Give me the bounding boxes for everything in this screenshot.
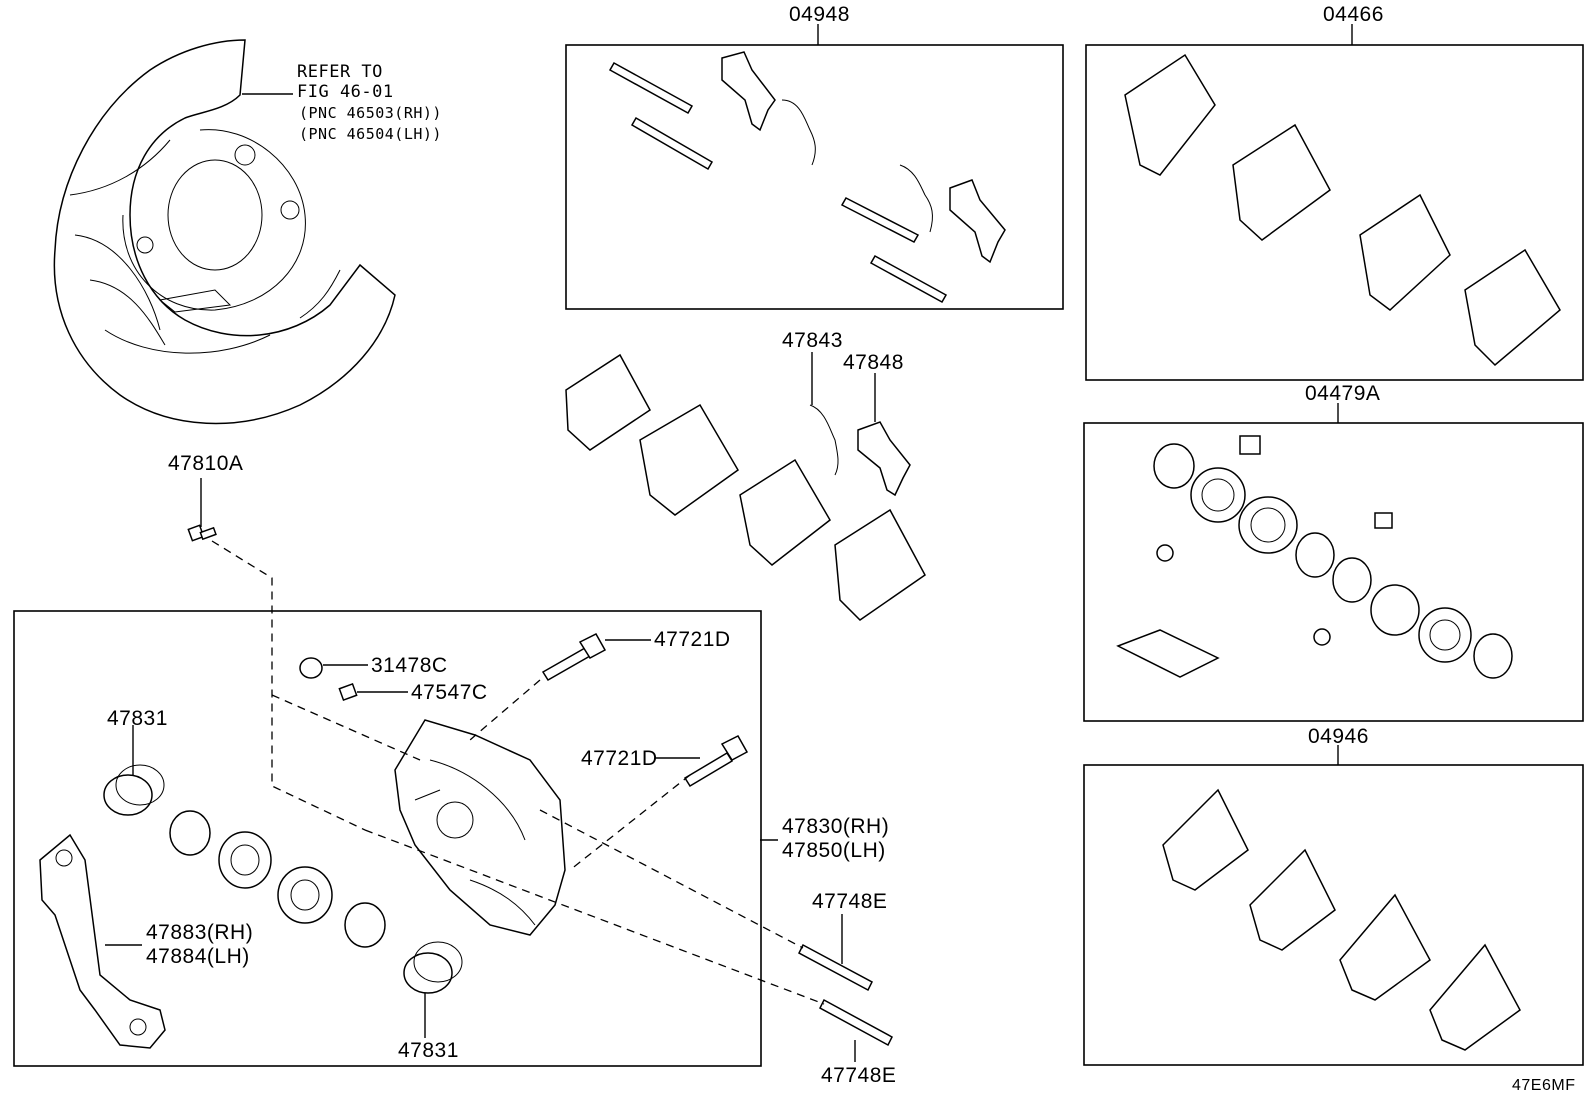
pad-pin-upper: [798, 943, 873, 992]
pad-pin-lower: [819, 998, 893, 1047]
kit-box-04948: [565, 44, 1064, 310]
caliper-bolt-lower: [683, 735, 749, 788]
part-label-47547c: 47547C: [411, 681, 488, 704]
slide-bushing-lower: [403, 941, 463, 994]
part-label-04479a: 04479A: [1305, 382, 1381, 405]
part-label-47843: 47843: [782, 329, 843, 352]
part-label-47810a: 47810A: [168, 452, 244, 475]
seal-kit-04479a: [1116, 435, 1513, 679]
caliper-body: [394, 719, 566, 936]
refer-label-line2: FIG 46-01: [297, 82, 394, 102]
part-label-04948: 04948: [789, 3, 850, 26]
part-label-47721d-upper: 47721D: [654, 628, 731, 651]
pin-set-04948: [608, 51, 1006, 304]
refer-label-line3: (PNC 46503(RH)): [299, 104, 442, 122]
pad-shim-group: [565, 353, 926, 621]
slide-bushing-upper: [103, 764, 165, 816]
kit-box-04479a: [1083, 422, 1584, 722]
bleeder-plug: [338, 683, 358, 701]
part-label-47748e-upper: 47748E: [812, 890, 888, 913]
part-label-04946: 04946: [1308, 725, 1369, 748]
piston-seal-1: [169, 810, 211, 856]
piston-boot-2: [277, 866, 333, 924]
kit-box-04466: [1085, 44, 1584, 381]
caliper-assembly-box: [13, 610, 762, 1067]
part-label-31478c: 31478C: [371, 654, 448, 677]
pad-set-04946: [1162, 788, 1521, 1051]
part-label-47831-upper: 47831: [107, 707, 168, 730]
bleeder-screw: [187, 524, 217, 542]
part-label-04466: 04466: [1323, 3, 1384, 26]
part-label-47721d-lower: 47721D: [581, 747, 658, 770]
kit-box-04946: [1083, 764, 1584, 1066]
pad-set-04466: [1124, 53, 1561, 367]
mounting-bracket: [39, 833, 166, 1049]
caliper-bolt-upper: [541, 633, 607, 682]
part-label-47848: 47848: [843, 351, 904, 374]
part-label-47850-lh: 47850(LH): [782, 839, 886, 862]
figure-code: 47E6MF: [1512, 1077, 1576, 1094]
part-label-47830-rh: 47830(RH): [782, 815, 890, 838]
piston-boot-1: [218, 831, 272, 889]
part-label-47748e-lower: 47748E: [821, 1064, 897, 1087]
part-label-47883-rh: 47883(RH): [146, 921, 254, 944]
refer-label-line4: (PNC 46504(LH)): [299, 125, 442, 143]
bleeder-cap: [299, 657, 323, 679]
piston-seal-2: [344, 902, 386, 948]
backing-plate: [53, 39, 396, 425]
part-label-47831-lower: 47831: [398, 1039, 459, 1062]
part-label-47884-lh: 47884(LH): [146, 945, 250, 968]
refer-label-line1: REFER TO: [297, 62, 383, 82]
